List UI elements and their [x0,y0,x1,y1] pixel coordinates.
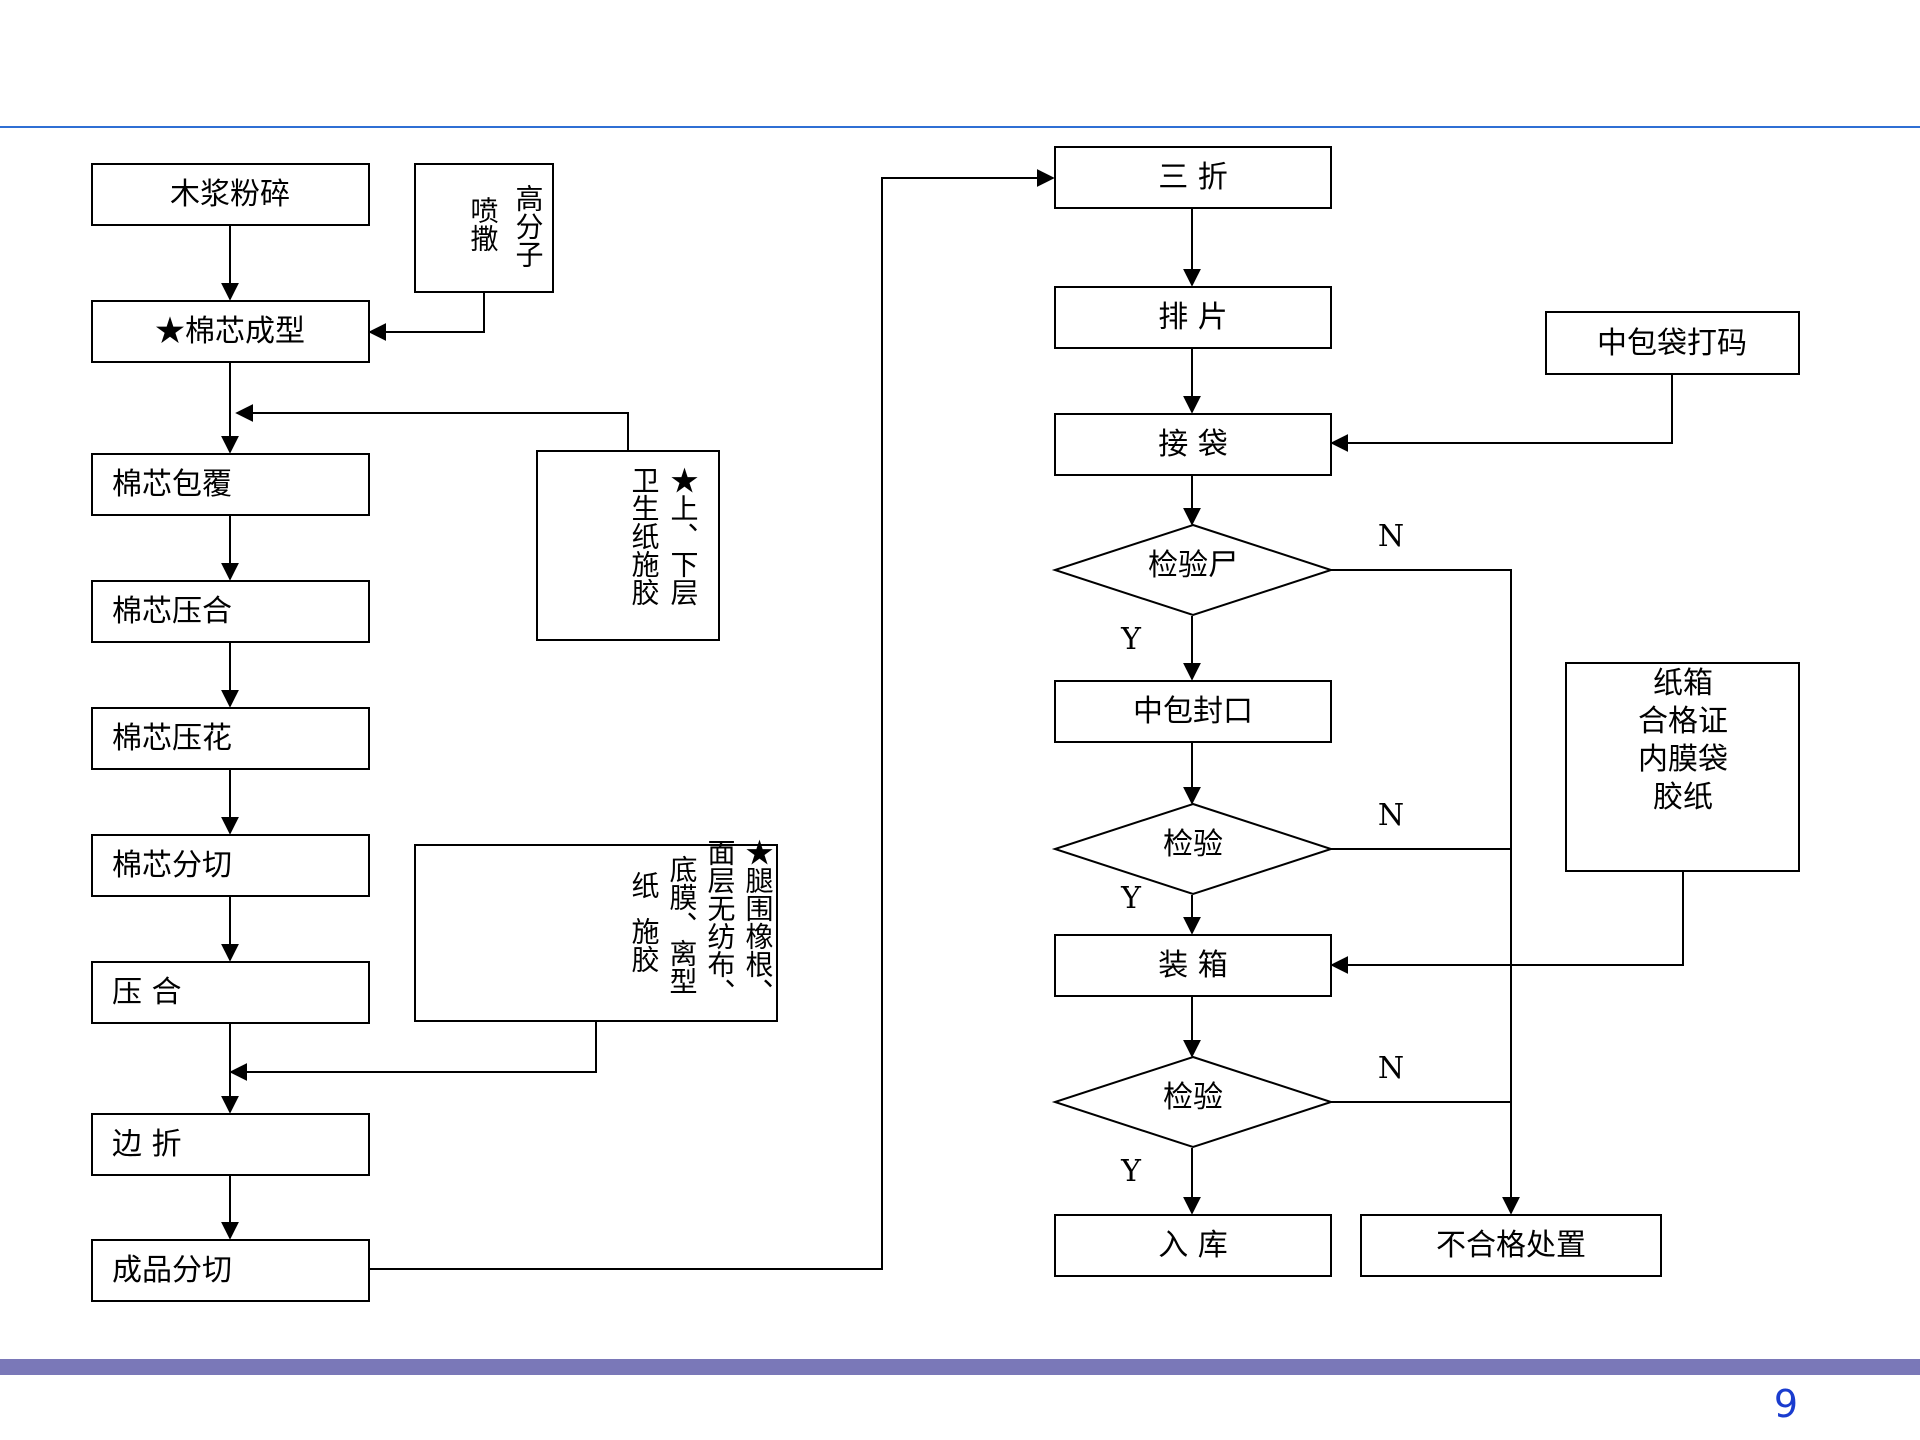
input-text-line: ★上、下层 [667,466,700,606]
node-label: 棉芯分切 [112,848,232,883]
flow-edges [221,169,1684,1270]
node-core-cutting: 棉芯分切 [91,834,370,897]
header-rule [0,126,1920,128]
node-label: 木浆粉碎 [170,177,290,212]
decision-inspect-3: 检验 [1051,1055,1335,1149]
page-number: 9 [1773,1382,1798,1426]
edge-polymer-to-forming [368,292,485,341]
node-bag-sealing: 中包封口 [1054,680,1332,743]
node-label: 棉芯包覆 [112,467,232,502]
node-label: 排 片 [1158,300,1228,335]
edge-materials-to-box [1330,871,1684,974]
input-text-line: ★腿围橡根、 [742,838,775,1006]
input-text-line: 纸 施胶 [628,871,661,973]
node-label: 边 折 [112,1127,182,1162]
input-text-line: 喷撒 [467,196,500,252]
yes-label: Y [1120,881,1142,916]
node-core-pressing: 棉芯压合 [91,580,370,643]
node-core-forming: ★棉芯成型 [91,300,370,363]
edge-product-cut-to-trifold [369,169,1055,1270]
node-label: 棉芯压花 [112,721,232,756]
edge-leg-cuff-to-main [229,1021,597,1081]
node-tri-fold: 三 折 [1054,146,1332,209]
node-core-wrapping: 棉芯包覆 [91,453,370,516]
node-label: 入 库 [1158,1228,1228,1263]
node-pressing: 压 合 [91,961,370,1024]
input-text-line: 卫生纸施胶 [628,466,661,606]
node-box-materials: 纸箱 合格证 内膜袋 胶纸 [1565,662,1800,872]
input-text-line: 高分子 [512,184,545,268]
node-label: 中包封口 [1133,694,1253,729]
material-line: 合格证 [1638,704,1728,739]
node-label: 棉芯压合 [112,594,232,629]
node-label: 装 箱 [1158,948,1228,983]
node-edge-folding: 边 折 [91,1113,370,1176]
decision-inspect-1: 检验尸 [1051,523,1335,617]
material-line: 内膜袋 [1638,742,1728,777]
input-tissue-glue: ★上、下层 卫生纸施胶 [536,450,720,641]
node-wood-pulp: 木浆粉碎 [91,163,370,226]
decision-label: 检验 [1163,1080,1223,1115]
node-label: 成品分切 [112,1253,232,1288]
edge-coding-to-bag [1330,374,1673,452]
no-label: N [1378,798,1404,833]
material-line: 胶纸 [1653,780,1713,815]
node-label: 中包袋打码 [1597,326,1747,361]
node-label: 压 合 [112,975,182,1010]
decision-label: 检验尸 [1148,548,1238,583]
input-leg-cuff: ★腿围橡根、 面层无纺布、 底膜、离型 纸 施胶 [414,838,778,1022]
no-label: N [1378,1051,1404,1086]
node-core-embossing: 棉芯压花 [91,707,370,770]
input-text-line: 底膜、离型 [666,855,699,995]
decision-label: 检验 [1163,827,1223,862]
edge-glue-to-main [235,404,629,451]
node-label: 接 袋 [1158,427,1228,462]
node-product-cutting: 成品分切 [91,1239,370,1302]
yes-label: Y [1120,622,1142,657]
node-arranging: 排 片 [1054,286,1332,349]
node-label: 不合格处置 [1436,1228,1586,1263]
footer-band [0,1359,1920,1375]
no-label: N [1378,519,1404,554]
decision-inspect-2: 检验 [1051,802,1335,896]
node-warehousing: 入 库 [1054,1214,1332,1277]
yes-label: Y [1120,1154,1142,1189]
node-bagging: 接 袋 [1054,413,1332,476]
node-bag-coding: 中包袋打码 [1545,311,1800,375]
node-reject: 不合格处置 [1360,1214,1662,1277]
input-polymer: 高分子 喷撒 [414,163,554,293]
material-line: 纸箱 [1653,666,1713,701]
node-label: ★棉芯成型 [155,314,305,349]
node-label: 三 折 [1158,160,1228,195]
input-text-line: 面层无纺布、 [704,838,737,1006]
edge-reject-branch [1331,569,1520,1215]
node-boxing: 装 箱 [1054,934,1332,997]
